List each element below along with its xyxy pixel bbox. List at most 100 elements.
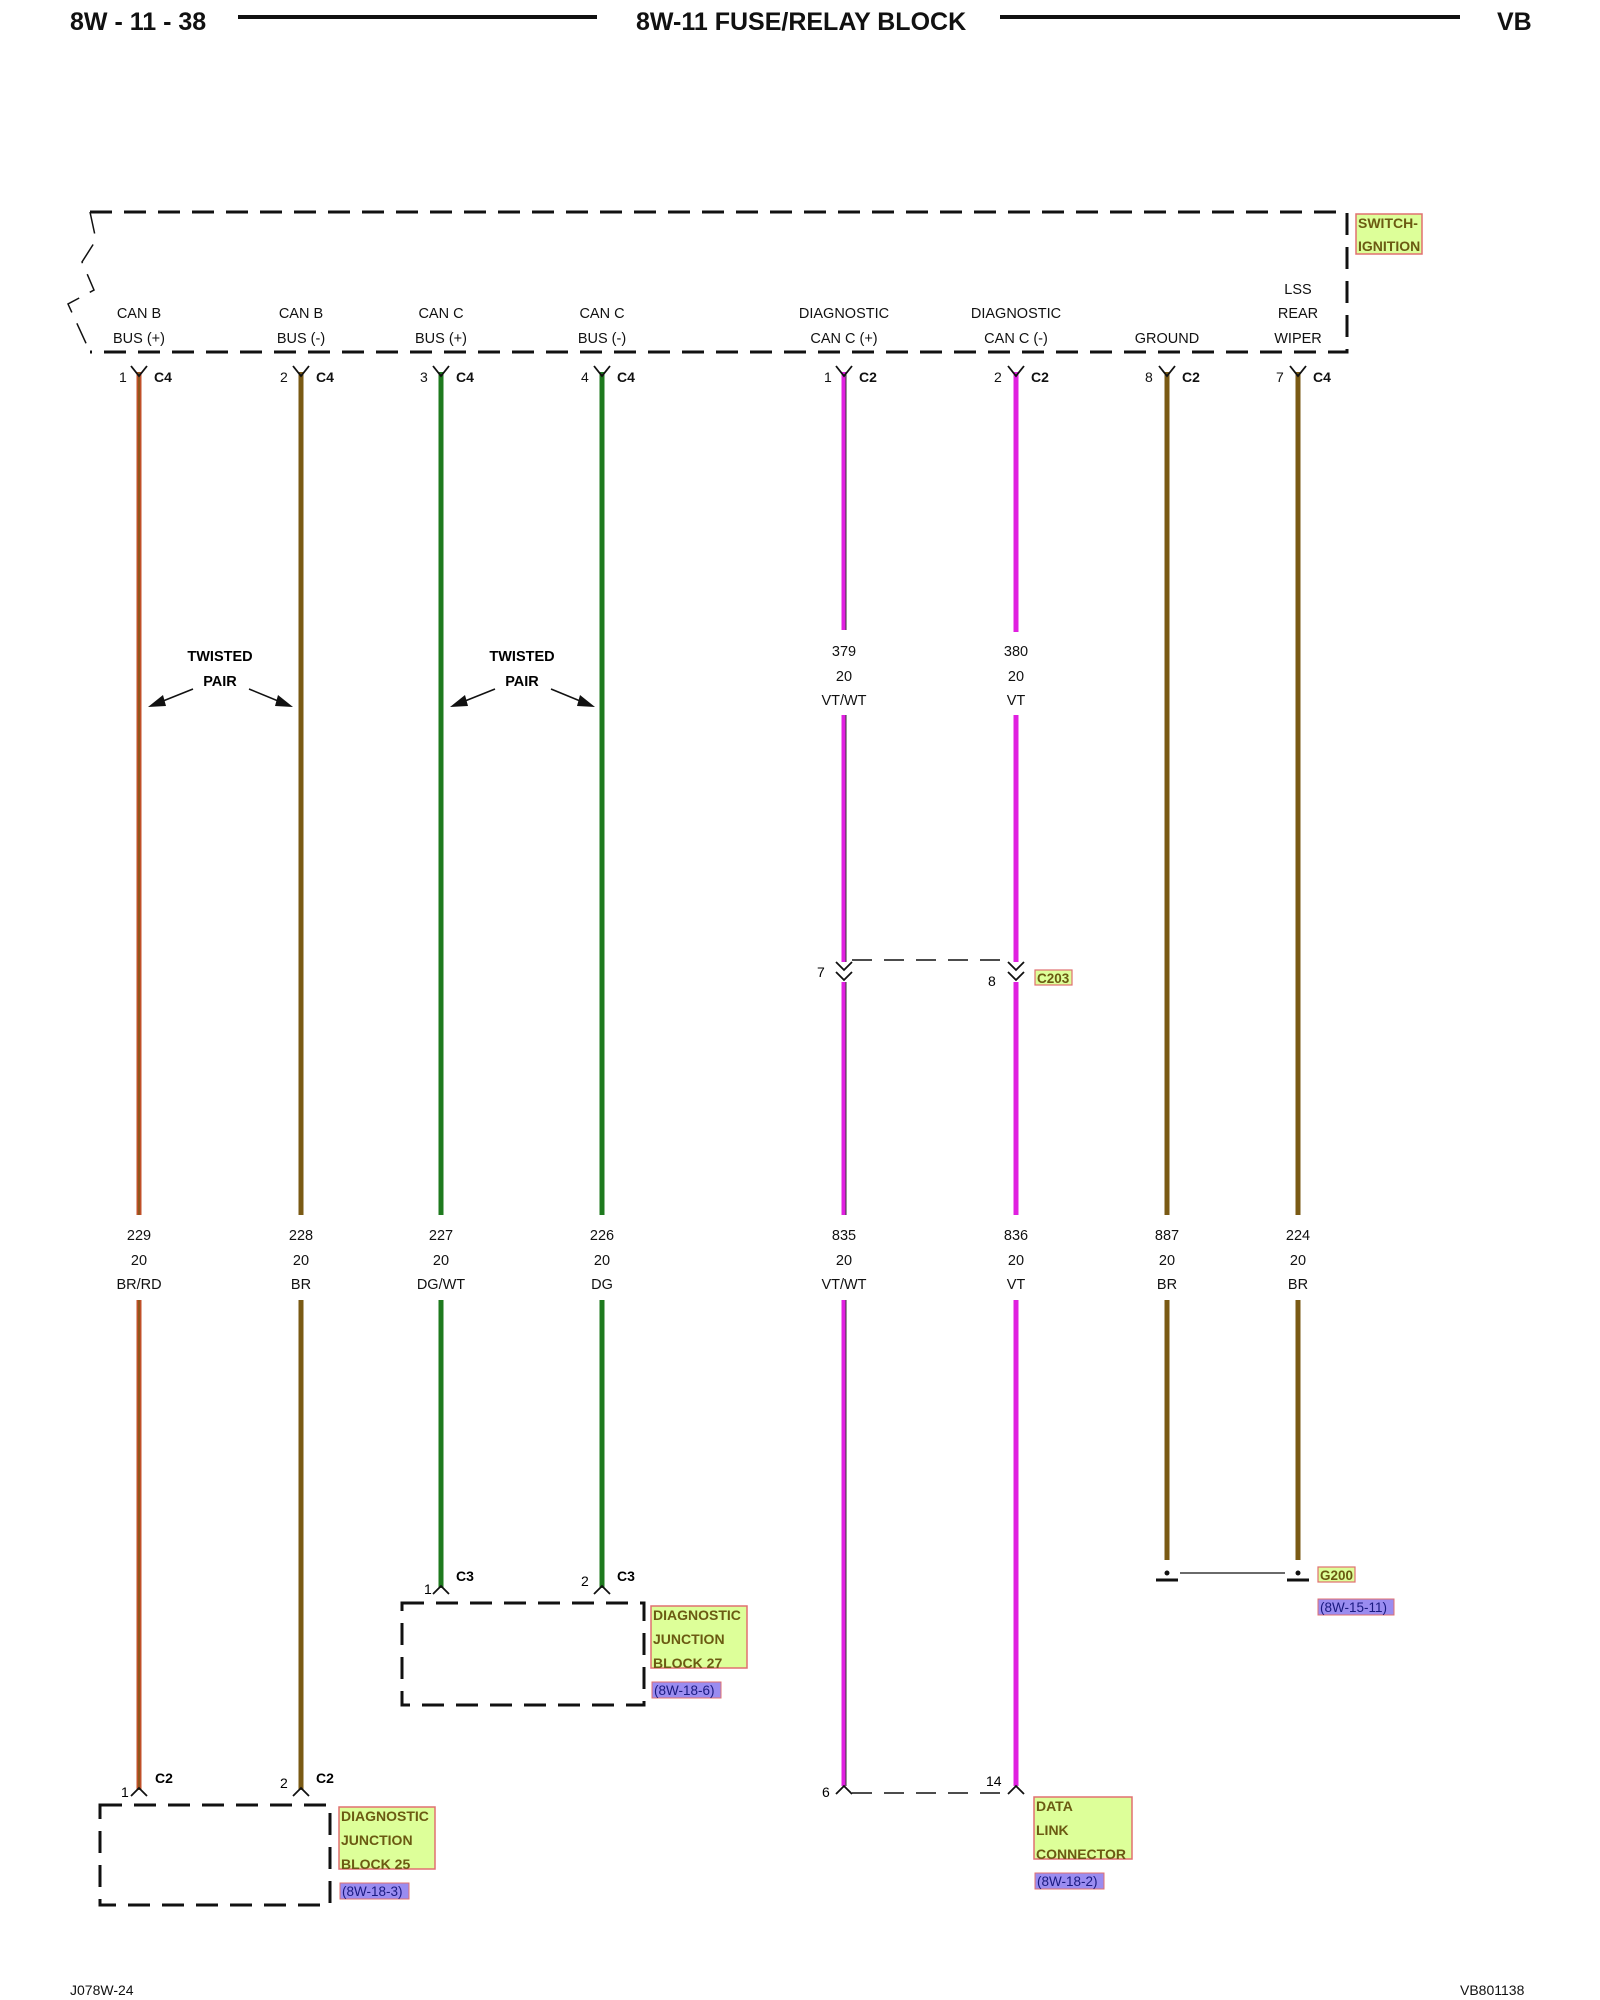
circuit-number: 227 <box>429 1228 453 1244</box>
pin-label-diag-can-plus-l1: DIAGNOSTIC <box>799 306 889 322</box>
footer-right-code: VB801138 <box>1460 1982 1525 1998</box>
wire-gauge: 20 <box>293 1253 309 1269</box>
circuit-number: 229 <box>127 1228 151 1244</box>
pin-symbol <box>1289 365 1307 378</box>
diagnostic-junction-block-27: 1 C3 2 C3 DIAGNOSTIC JUNCTION BLOCK 27 (… <box>400 1568 748 1707</box>
pin-number: 1 <box>119 369 127 385</box>
wire-227 <box>438 372 446 1588</box>
wire-color: BR <box>291 1277 311 1293</box>
diagnostic-junction-block-25: 1 C2 2 C2 DIAGNOSTIC JUNCTION BLOCK 25 (… <box>98 1770 436 1907</box>
pin-number: 8 <box>1145 369 1153 385</box>
twisted-pair-label: TWISTED <box>489 649 554 665</box>
wire-gauge: 20 <box>1008 669 1024 685</box>
pin-label-lss-l2: REAR <box>1278 306 1318 322</box>
connector-id: C4 <box>617 369 635 385</box>
circuit-number: 887 <box>1155 1228 1179 1244</box>
wire-color: BR/RD <box>116 1277 161 1293</box>
footer-left-code: J078W-24 <box>70 1982 134 1998</box>
circuit-number: 379 <box>832 644 856 660</box>
pin-number: 1 <box>424 1581 432 1597</box>
connector-id: C4 <box>154 369 172 385</box>
wire-color: DG/WT <box>417 1277 465 1293</box>
wire-gauge: 20 <box>433 1253 449 1269</box>
connector-id: C2 <box>1182 369 1200 385</box>
ignition-switch-break <box>67 211 97 353</box>
wire-color: VT/WT <box>821 1277 866 1293</box>
circuit-number: 836 <box>1004 1228 1028 1244</box>
wire-gauge: 20 <box>836 669 852 685</box>
data-link-connector: 6 14 DATA LINK CONNECTOR (8W-18-2) <box>822 1773 1133 1890</box>
wire-gauge: 20 <box>836 1253 852 1269</box>
wire-gauge: 20 <box>131 1253 147 1269</box>
connector-id: C4 <box>456 369 474 385</box>
pin-label-lss-l3: WIPER <box>1274 331 1322 347</box>
pin-symbol <box>1007 365 1025 378</box>
pin-number: 1 <box>121 1784 129 1800</box>
twisted-pair-label: PAIR <box>505 674 539 690</box>
pin-symbol <box>1158 365 1176 378</box>
circuit-number: 228 <box>289 1228 313 1244</box>
djb27-page-ref[interactable]: (8W-18-6) <box>654 1683 715 1698</box>
wire-gauge: 20 <box>1290 1253 1306 1269</box>
pin-number: 2 <box>581 1573 589 1589</box>
wire-379 <box>841 372 847 962</box>
djb27-name-line2: JUNCTION <box>653 1631 725 1647</box>
connector-id: C3 <box>617 1568 635 1584</box>
djb25-name-line3: BLOCK 25 <box>341 1856 410 1872</box>
wire-color: VT/WT <box>821 693 866 709</box>
djb25-name-line2: JUNCTION <box>341 1832 413 1848</box>
pin-number: 2 <box>280 1775 288 1791</box>
pin-symbol <box>835 365 853 378</box>
inline-connector-c203: 7 8 C203 <box>817 959 1073 989</box>
twisted-pair-label: PAIR <box>203 674 237 690</box>
circuit-number: 835 <box>832 1228 856 1244</box>
dlc-page-ref[interactable]: (8W-18-2) <box>1037 1874 1098 1889</box>
ignition-switch-label: SWITCH- IGNITION <box>1355 213 1423 255</box>
twisted-pair-label: TWISTED <box>187 649 252 665</box>
connector-id: C2 <box>155 1770 173 1786</box>
pin-number: 6 <box>822 1784 830 1800</box>
djb25-name-line1: DIAGNOSTIC <box>341 1808 429 1824</box>
pin-label-can-c-minus-l1: CAN C <box>579 306 624 322</box>
circuit-number: 380 <box>1004 644 1028 660</box>
djb25-page-ref[interactable]: (8W-18-3) <box>342 1884 403 1899</box>
connector-name-c203: C203 <box>1037 971 1070 986</box>
pin-number: 8 <box>988 973 996 989</box>
ground-g200: G200 (8W-15-11) <box>1156 1566 1395 1616</box>
connector-id: C3 <box>456 1568 474 1584</box>
vehicle-code: VB <box>1497 8 1532 36</box>
dlc-name-line3: CONNECTOR <box>1036 1846 1126 1862</box>
circuit-number: 226 <box>590 1228 614 1244</box>
wire-gauge: 20 <box>1008 1253 1024 1269</box>
pin-label-can-b-plus-l1: CAN B <box>117 306 161 322</box>
ignition-switch-outline <box>90 210 1349 354</box>
pin-number: 7 <box>817 964 825 980</box>
pin-symbol <box>130 365 148 378</box>
pin-symbol <box>292 365 310 378</box>
pin-label-diag-can-minus-l2: CAN C (-) <box>984 331 1048 347</box>
pin-label-can-c-plus-l1: CAN C <box>418 306 463 322</box>
dlc-name-line2: LINK <box>1036 1822 1069 1838</box>
pin-number: 4 <box>581 369 589 385</box>
pin-symbol <box>593 365 611 378</box>
page-number: 8W - 11 - 38 <box>70 8 207 36</box>
connector-id: C2 <box>859 369 877 385</box>
wire-color: BR <box>1157 1277 1177 1293</box>
circuit-number: 224 <box>1286 1228 1310 1244</box>
connector-id: C2 <box>1031 369 1049 385</box>
ignition-switch-name-line1: SWITCH- <box>1358 215 1418 231</box>
ground-name: G200 <box>1320 1568 1353 1583</box>
wire-color: VT <box>1007 693 1026 709</box>
pin-label-ground: GROUND <box>1135 331 1199 347</box>
pin-symbol <box>432 365 450 378</box>
twisted-pair-callout-b: TWISTED PAIR <box>148 649 293 707</box>
pin-label-can-b-plus-l2: BUS (+) <box>113 331 165 347</box>
ground-page-ref[interactable]: (8W-15-11) <box>1320 1600 1387 1615</box>
pin-label-can-c-minus-l2: BUS (-) <box>578 331 626 347</box>
pin-number: 1 <box>824 369 832 385</box>
wire-835 <box>841 982 847 1786</box>
wire-color: BR <box>1288 1277 1308 1293</box>
djb27-name-line3: BLOCK 27 <box>653 1655 722 1671</box>
pin-label-can-c-plus-l2: BUS (+) <box>415 331 467 347</box>
ignition-switch-name-line2: IGNITION <box>1358 238 1420 254</box>
